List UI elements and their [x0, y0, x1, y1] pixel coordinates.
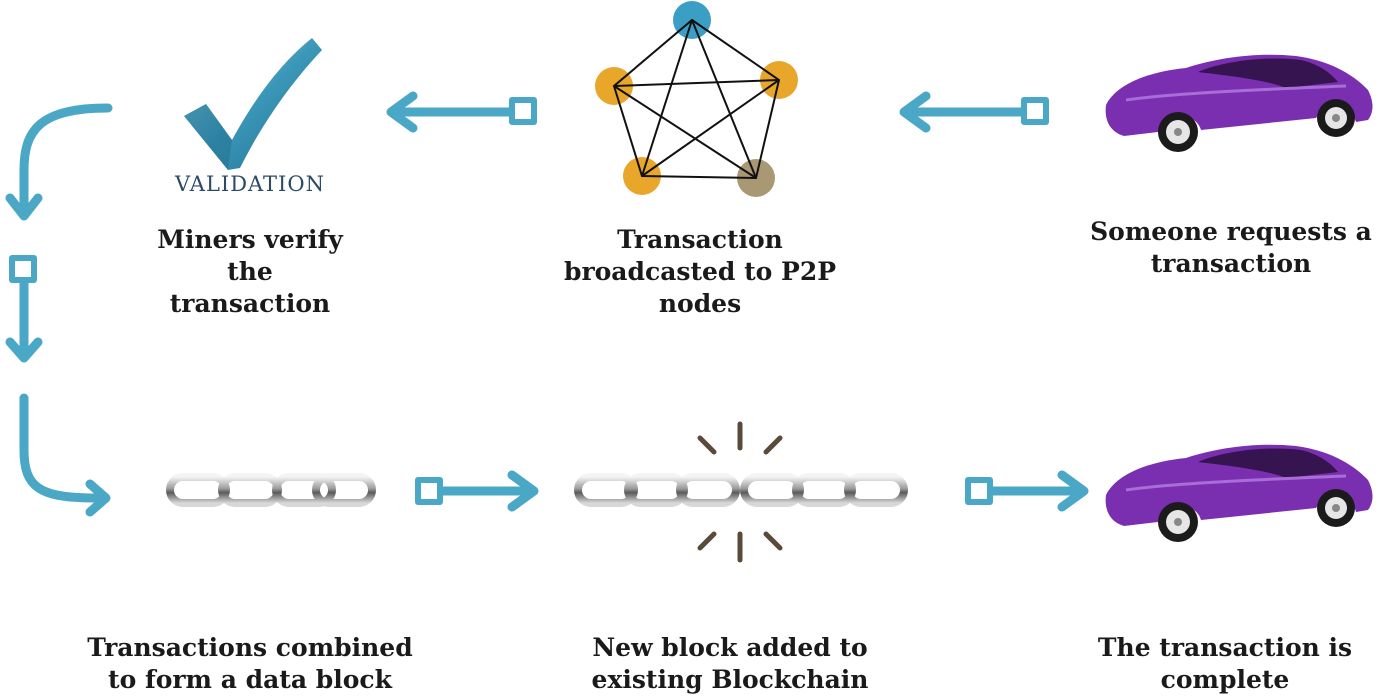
- broken-chain-icon: [578, 421, 904, 563]
- arrow-verify-to-combine: [5, 103, 113, 517]
- arrow-broadcast-to-verify: [386, 91, 537, 133]
- checkmark-icon: [184, 38, 322, 170]
- caption-new-block: New block added to existing Blockchain: [591, 633, 869, 694]
- arrow-request-to-broadcast: [899, 91, 1049, 133]
- car-icon: [1104, 443, 1374, 544]
- chain-icon: [170, 477, 372, 503]
- caption-miners-verify: Miners verify the transaction: [157, 225, 343, 318]
- validation-label: VALIDATION: [175, 172, 325, 196]
- arrow-combine-to-newblock: [415, 470, 539, 512]
- caption-complete: The transaction is complete: [1097, 633, 1353, 694]
- arrow-newblock-to-complete: [965, 470, 1089, 512]
- caption-combined-block: Transactions combined to form a data blo…: [87, 633, 413, 694]
- caption-request: Someone requests a transaction: [1090, 217, 1372, 278]
- p2p-network-icon: [595, 1, 798, 197]
- car-icon: [1104, 53, 1374, 154]
- caption-broadcast: Transaction broadcasted to P2P nodes: [563, 225, 837, 318]
